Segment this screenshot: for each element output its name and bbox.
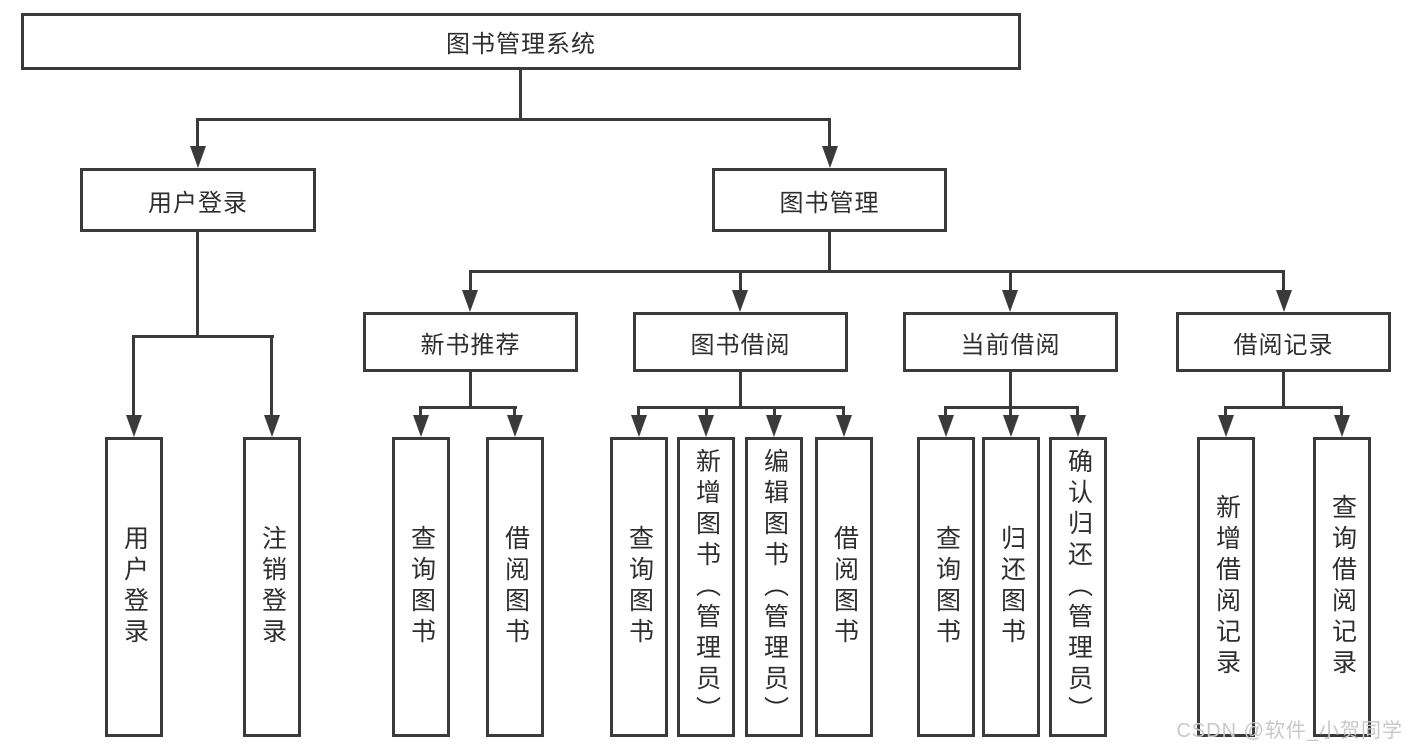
leaf-add-books-admin-label: 新增图书（管理员）: [692, 447, 721, 727]
arrow-down-icon: [631, 415, 647, 437]
arrow-down-icon: [938, 415, 954, 437]
connector-line: [196, 118, 831, 121]
leaf-query-books-borrow-label: 查询图书: [625, 525, 654, 649]
arrow-down-icon: [264, 415, 280, 437]
node-user-login-label: 用户登录: [148, 189, 248, 217]
leaf-query-books-recommend-label: 查询图书: [407, 525, 436, 649]
connector-line: [196, 118, 199, 148]
leaf-borrow-books-recommend: 借阅图书: [486, 437, 544, 737]
leaf-logout-label: 注销登录: [258, 525, 287, 649]
connector-line: [469, 270, 472, 292]
connector-line: [1340, 406, 1343, 418]
leaf-add-borrow-record: 新增借阅记录: [1197, 437, 1255, 737]
leaf-confirm-return-admin-label: 确认归还（管理员）: [1064, 447, 1093, 727]
connector-line: [132, 335, 274, 338]
connector-line: [132, 335, 135, 417]
leaf-query-books-borrow: 查询图书: [610, 437, 668, 737]
connector-line: [196, 232, 199, 338]
leaf-borrow-books-label: 借阅图书: [830, 525, 859, 649]
arrow-down-icon: [822, 146, 838, 168]
leaf-borrow-books-recommend-label: 借阅图书: [501, 525, 530, 649]
connector-line: [739, 270, 742, 292]
leaf-logout: 注销登录: [243, 437, 301, 737]
connector-line: [1282, 270, 1285, 292]
connector-line: [705, 406, 708, 418]
node-new-book-recommend: 新书推荐: [363, 312, 578, 372]
leaf-query-borrow-record-label: 查询借阅记录: [1328, 494, 1357, 680]
connector-line: [773, 406, 776, 418]
connector-line: [469, 270, 1285, 273]
arrow-down-icon: [1070, 415, 1086, 437]
leaf-edit-books-admin-label: 编辑图书（管理员）: [760, 447, 789, 727]
arrow-down-icon: [507, 415, 523, 437]
node-book-management: 图书管理: [712, 168, 947, 232]
node-user-login: 用户登录: [80, 168, 316, 232]
arrow-down-icon: [698, 415, 714, 437]
arrow-down-icon: [836, 415, 852, 437]
connector-line: [1224, 406, 1343, 409]
csdn-watermark: CSDN @软件_小贺同学: [1176, 720, 1403, 742]
connector-line: [519, 70, 522, 121]
leaf-user-login: 用户登录: [105, 437, 163, 737]
arrow-down-icon: [190, 146, 206, 168]
connector-line: [637, 406, 845, 409]
connector-line: [1009, 372, 1012, 409]
node-root-system: 图书管理系统: [21, 13, 1021, 70]
node-current-borrow-label: 当前借阅: [960, 331, 1061, 359]
node-book-borrow-label: 图书借阅: [690, 331, 791, 359]
leaf-query-borrow-record: 查询借阅记录: [1313, 437, 1371, 737]
node-root-label: 图书管理系统: [446, 31, 596, 58]
node-borrow-records-label: 借阅记录: [1233, 331, 1334, 359]
leaf-borrow-books: 借阅图书: [815, 437, 873, 737]
arrow-down-icon: [1276, 290, 1292, 312]
leaf-query-books-recommend: 查询图书: [392, 437, 450, 737]
leaf-return-books: 归还图书: [982, 437, 1040, 737]
connector-line: [469, 372, 472, 409]
connector-line: [1076, 406, 1079, 418]
leaf-return-books-label: 归还图书: [997, 525, 1026, 649]
connector-line: [944, 406, 947, 418]
node-book-borrow: 图书借阅: [633, 312, 848, 372]
arrow-down-icon: [766, 415, 782, 437]
arrow-down-icon: [126, 415, 142, 437]
arrow-down-icon: [1334, 415, 1350, 437]
arrow-down-icon: [462, 290, 478, 312]
leaf-user-login-label: 用户登录: [120, 525, 149, 649]
connector-line: [419, 406, 422, 418]
leaf-confirm-return-admin: 确认归还（管理员）: [1049, 437, 1107, 737]
node-current-borrow: 当前借阅: [903, 312, 1118, 372]
arrow-down-icon: [732, 290, 748, 312]
arrow-down-icon: [413, 415, 429, 437]
arrow-down-icon: [1218, 415, 1234, 437]
arrow-down-icon: [1002, 290, 1018, 312]
connector-line: [842, 406, 845, 418]
connector-line: [637, 406, 640, 418]
connector-line: [828, 118, 831, 148]
connector-line: [1282, 372, 1285, 409]
leaf-add-books-admin: 新增图书（管理员）: [677, 437, 735, 737]
node-borrow-records: 借阅记录: [1176, 312, 1391, 372]
leaf-edit-books-admin: 编辑图书（管理员）: [745, 437, 803, 737]
leaf-query-books-current-label: 查询图书: [932, 525, 961, 649]
arrow-down-icon: [1003, 415, 1019, 437]
connector-line: [1009, 406, 1012, 418]
connector-line: [419, 406, 517, 409]
connector-line: [1224, 406, 1227, 418]
connector-line: [270, 335, 273, 417]
leaf-add-borrow-record-label: 新增借阅记录: [1212, 494, 1241, 680]
node-new-book-recommend-label: 新书推荐: [420, 331, 521, 359]
leaf-query-books-current: 查询图书: [917, 437, 975, 737]
connector-line: [739, 372, 742, 409]
connector-line: [513, 406, 516, 418]
connector-line: [1009, 270, 1012, 292]
connector-line: [828, 232, 831, 273]
node-book-management-label: 图书管理: [779, 189, 880, 217]
